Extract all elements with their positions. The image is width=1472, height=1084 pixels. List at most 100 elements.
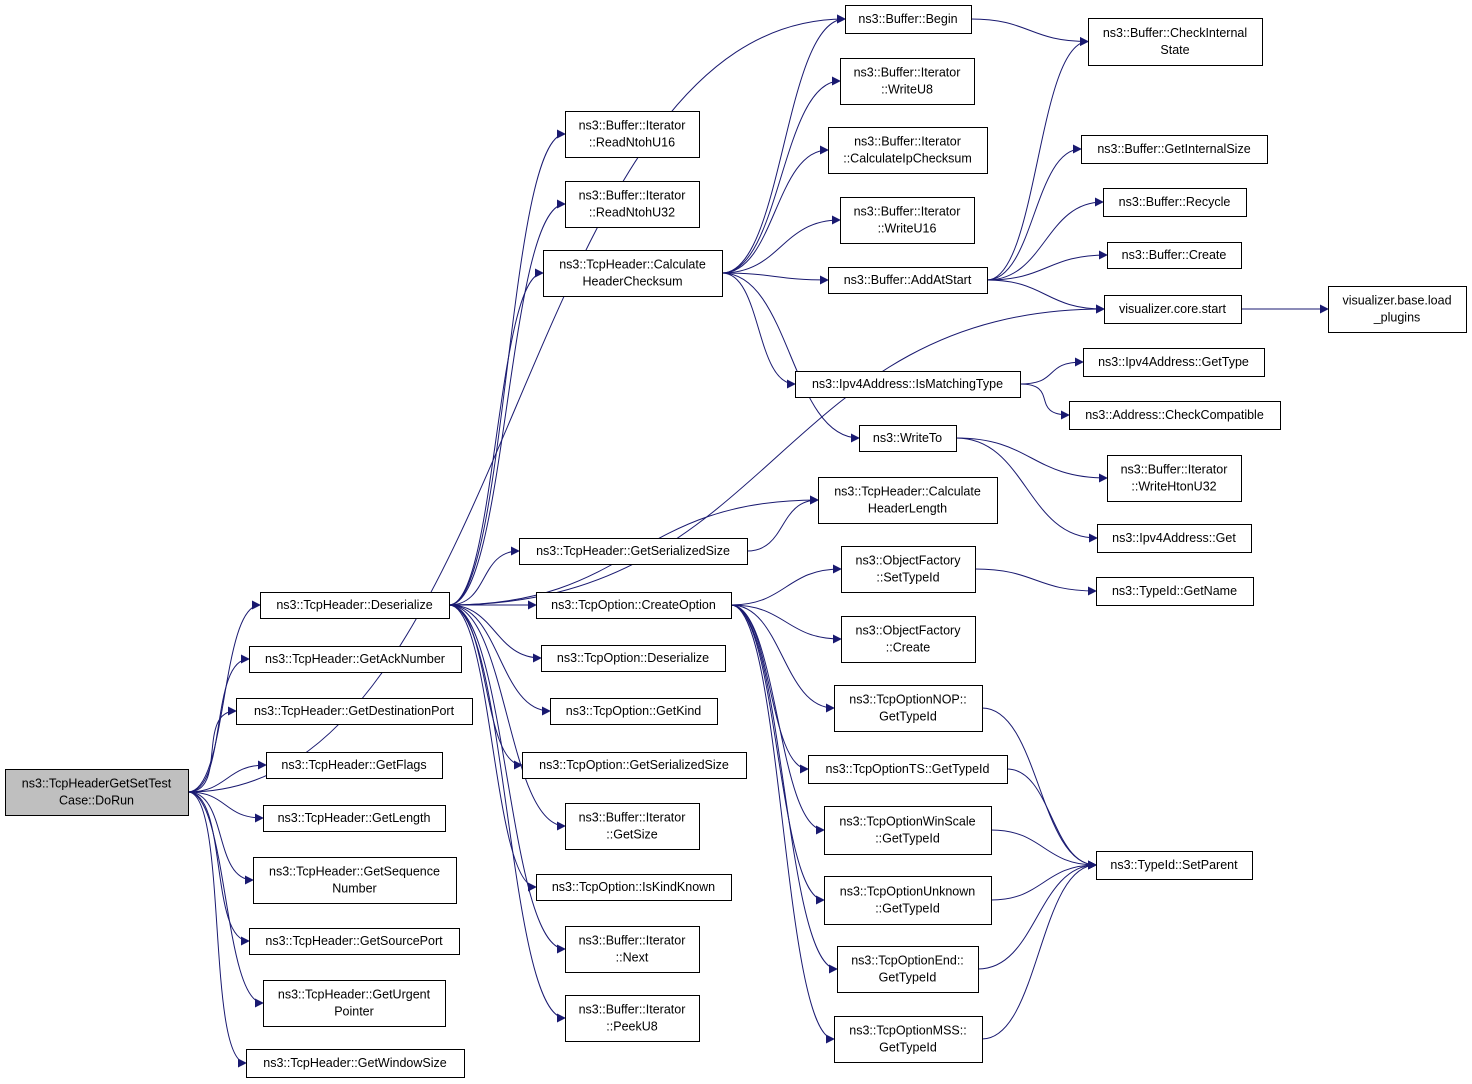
node-box-iterpeeku8[interactable]	[565, 995, 700, 1042]
node-box-ismatchingtype[interactable]	[795, 371, 1021, 398]
node-box-getserializedsize[interactable]	[519, 538, 748, 565]
node-endgettypeid[interactable]: ns3::TcpOptionEnd::GetTypeId	[837, 946, 979, 993]
node-box-getsrcport[interactable]	[249, 928, 460, 955]
node-box-dorun[interactable]	[5, 769, 189, 816]
node-writehtonu32[interactable]: ns3::Buffer::Iterator::WriteHtonU32	[1107, 455, 1242, 502]
node-box-getseqnum[interactable]	[253, 857, 457, 904]
node-box-calchdrlength[interactable]	[818, 477, 998, 524]
node-box-getflags[interactable]	[266, 752, 443, 779]
node-box-ipv4gettype[interactable]	[1083, 348, 1265, 377]
node-box-writeu16[interactable]	[840, 197, 975, 244]
node-box-geturgent[interactable]	[263, 980, 446, 1027]
node-typeidgetname[interactable]: ns3::TypeId::GetName	[1096, 577, 1254, 606]
node-writeu16[interactable]: ns3::Buffer::Iterator::WriteU16	[840, 197, 975, 244]
node-box-writeu8[interactable]	[840, 58, 975, 105]
node-getdestport[interactable]: ns3::TcpHeader::GetDestinationPort	[236, 698, 473, 725]
node-box-checkcompatible[interactable]	[1069, 401, 1281, 430]
node-vizloadplugins[interactable]: visualizer.base.load_plugins	[1328, 286, 1467, 333]
node-box-iternext[interactable]	[565, 926, 700, 973]
node-ipv4get[interactable]: ns3::Ipv4Address::Get	[1097, 524, 1252, 553]
node-box-createoption[interactable]	[536, 592, 732, 619]
node-box-bufbegin[interactable]	[845, 5, 972, 34]
node-typeidsetparent[interactable]: ns3::TypeId::SetParent	[1096, 851, 1253, 880]
node-getflags[interactable]: ns3::TcpHeader::GetFlags	[266, 752, 443, 779]
node-box-readntohu16[interactable]	[565, 111, 700, 158]
node-box-getinternalsize[interactable]	[1081, 135, 1268, 164]
node-box-tsgettypeid[interactable]	[808, 755, 1008, 784]
node-ofsettypeid[interactable]: ns3::ObjectFactory::SetTypeId	[841, 546, 976, 593]
node-unknowngettypeid[interactable]: ns3::TcpOptionUnknown::GetTypeId	[824, 876, 992, 925]
node-box-endgettypeid[interactable]	[837, 946, 979, 993]
node-readntohu16[interactable]: ns3::Buffer::Iterator::ReadNtohU16	[565, 111, 700, 158]
node-ipv4gettype[interactable]: ns3::Ipv4Address::GetType	[1083, 348, 1265, 377]
node-writeto[interactable]: ns3::WriteTo	[859, 425, 957, 452]
node-deserialize[interactable]: ns3::TcpHeader::Deserialize	[260, 592, 450, 619]
node-ismatchingtype[interactable]: ns3::Ipv4Address::IsMatchingType	[795, 371, 1021, 398]
node-itergetsize[interactable]: ns3::Buffer::Iterator::GetSize	[565, 803, 700, 850]
node-box-checkinternalstate[interactable]	[1088, 18, 1263, 66]
node-box-vizcorestart[interactable]	[1104, 295, 1242, 324]
node-box-calcipchecksum[interactable]	[828, 127, 988, 174]
node-box-getlength[interactable]	[263, 805, 446, 832]
node-box-vizloadplugins[interactable]	[1328, 286, 1467, 333]
node-box-unknowngettypeid[interactable]	[824, 876, 992, 925]
node-vizcorestart[interactable]: visualizer.core.start	[1104, 295, 1242, 324]
node-box-readntohu32[interactable]	[565, 181, 700, 228]
node-optdeserialize[interactable]: ns3::TcpOption::Deserialize	[541, 645, 726, 672]
node-box-addatstart[interactable]	[828, 267, 988, 294]
node-box-recycle[interactable]	[1103, 188, 1247, 217]
node-bufcreate[interactable]: ns3::Buffer::Create	[1107, 242, 1242, 269]
node-box-optgetsersize[interactable]	[522, 752, 747, 779]
node-box-ofcreate[interactable]	[841, 616, 976, 663]
node-readntohu32[interactable]: ns3::Buffer::Iterator::ReadNtohU32	[565, 181, 700, 228]
node-box-calchdrchecksum[interactable]	[543, 250, 723, 297]
node-bufbegin[interactable]: ns3::Buffer::Begin	[845, 5, 972, 34]
node-ofcreate[interactable]: ns3::ObjectFactory::Create	[841, 616, 976, 663]
node-iternext[interactable]: ns3::Buffer::Iterator::Next	[565, 926, 700, 973]
node-getlength[interactable]: ns3::TcpHeader::GetLength	[263, 805, 446, 832]
node-box-winscalegettypeid[interactable]	[824, 806, 992, 855]
node-getinternalsize[interactable]: ns3::Buffer::GetInternalSize	[1081, 135, 1268, 164]
node-getsrcport[interactable]: ns3::TcpHeader::GetSourcePort	[249, 928, 460, 955]
node-box-typeidgetname[interactable]	[1096, 577, 1254, 606]
node-checkcompatible[interactable]: ns3::Address::CheckCompatible	[1069, 401, 1281, 430]
node-box-ofsettypeid[interactable]	[841, 546, 976, 593]
node-box-getacknumber[interactable]	[249, 646, 462, 673]
node-box-writeto[interactable]	[859, 425, 957, 452]
node-box-typeidsetparent[interactable]	[1096, 851, 1253, 880]
node-calcipchecksum[interactable]: ns3::Buffer::Iterator::CalculateIpChecks…	[828, 127, 988, 174]
node-writeu8[interactable]: ns3::Buffer::Iterator::WriteU8	[840, 58, 975, 105]
node-addatstart[interactable]: ns3::Buffer::AddAtStart	[828, 267, 988, 294]
node-box-iskindknown[interactable]	[536, 874, 732, 901]
node-box-bufcreate[interactable]	[1107, 242, 1242, 269]
node-mssgettypeid[interactable]: ns3::TcpOptionMSS::GetTypeId	[834, 1016, 983, 1063]
node-createoption[interactable]: ns3::TcpOption::CreateOption	[536, 592, 732, 619]
node-iterpeeku8[interactable]: ns3::Buffer::Iterator::PeekU8	[565, 995, 700, 1042]
node-box-getdestport[interactable]	[236, 698, 473, 725]
node-optgetsersize[interactable]: ns3::TcpOption::GetSerializedSize	[522, 752, 747, 779]
node-tsgettypeid[interactable]: ns3::TcpOptionTS::GetTypeId	[808, 755, 1008, 784]
node-box-ipv4get[interactable]	[1097, 524, 1252, 553]
node-iskindknown[interactable]: ns3::TcpOption::IsKindKnown	[536, 874, 732, 901]
node-winscalegettypeid[interactable]: ns3::TcpOptionWinScale::GetTypeId	[824, 806, 992, 855]
node-box-itergetsize[interactable]	[565, 803, 700, 850]
node-getwindowsize[interactable]: ns3::TcpHeader::GetWindowSize	[246, 1049, 465, 1078]
node-nopgettypeid[interactable]: ns3::TcpOptionNOP::GetTypeId	[834, 685, 983, 732]
node-getacknumber[interactable]: ns3::TcpHeader::GetAckNumber	[249, 646, 462, 673]
node-box-deserialize[interactable]	[260, 592, 450, 619]
node-box-optgetkind[interactable]	[550, 698, 718, 725]
node-optgetkind[interactable]: ns3::TcpOption::GetKind	[550, 698, 718, 725]
node-box-mssgettypeid[interactable]	[834, 1016, 983, 1063]
node-box-writehtonu32[interactable]	[1107, 455, 1242, 502]
node-box-getwindowsize[interactable]	[246, 1049, 465, 1078]
node-box-nopgettypeid[interactable]	[834, 685, 983, 732]
node-box-optdeserialize[interactable]	[541, 645, 726, 672]
node-recycle[interactable]: ns3::Buffer::Recycle	[1103, 188, 1247, 217]
node-getserializedsize[interactable]: ns3::TcpHeader::GetSerializedSize	[519, 538, 748, 565]
